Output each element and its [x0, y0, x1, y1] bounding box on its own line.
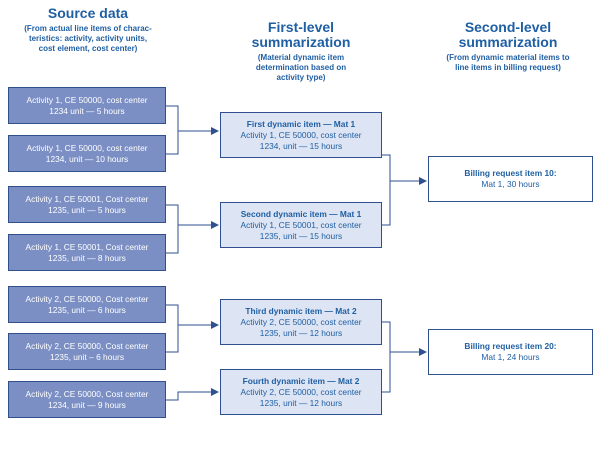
source-item-line: 1235, unit — 6 hours: [48, 304, 126, 315]
dynamic-item-line: Activity 2, CE 50000, cost center: [240, 316, 362, 327]
second-level-subtitle: (From dynamic material items to line ite…: [418, 53, 598, 73]
dynamic-item-line: 1235, unit — 15 hours: [259, 230, 343, 241]
dynamic-item-title: Third dynamic item — Mat 2: [245, 305, 357, 316]
source-item: Activity 2, CE 50000, Cost center 1235, …: [8, 286, 166, 323]
source-data-header: Source data (From actual line items of c…: [0, 6, 176, 54]
billing-item-line: Mat 1, 24 hours: [481, 352, 540, 362]
source-item-line: Activity 1, CE 50000, cost center: [26, 142, 148, 153]
dynamic-item-line: 1235, unit — 12 hours: [259, 327, 343, 338]
source-item-line: 1234, unit — 10 hours: [45, 153, 129, 164]
source-data-subtitle-line: teristics: activity, activity units,: [28, 34, 148, 43]
source-item: Activity 1, CE 50001, Cost center 1235, …: [8, 234, 166, 271]
second-level-title-line: Second-level: [464, 19, 552, 35]
first-level-title-line: summarization: [251, 34, 351, 50]
source-item: Activity 2, CE 50000, Cost center 1235, …: [8, 333, 166, 370]
source-item: Activity 1, CE 50000, cost center 1234 u…: [8, 87, 166, 124]
source-item-line: Activity 1, CE 50001, Cost center: [25, 193, 149, 204]
source-item-line: 1234 unit — 5 hours: [49, 105, 125, 116]
source-item: Activity 2, CE 50000, Cost center 1234, …: [8, 381, 166, 418]
dynamic-item-line: Activity 1, CE 50001, cost center: [240, 219, 362, 230]
bracket-billing-10: [382, 154, 391, 226]
source-item-line: 1235, unit — 8 hours: [48, 252, 126, 263]
source-item-line: Activity 2, CE 50000, Cost center: [25, 293, 149, 304]
second-level-header: Second-level summarization (From dynamic…: [418, 20, 598, 73]
bracket-group-2: [166, 204, 179, 254]
source-item: Activity 1, CE 50001, Cost center 1235, …: [8, 186, 166, 223]
source-data-subtitle-line: (From actual line items of charac-: [24, 24, 152, 33]
bracket-group-1: [166, 105, 179, 155]
dynamic-item-line: 1234, unit — 15 hours: [259, 140, 343, 151]
dynamic-item-line: 1235, unit — 12 hours: [259, 397, 343, 408]
first-level-title: First-level summarization: [212, 20, 390, 50]
arrow-to-fourth-dynamic: [166, 388, 219, 401]
billing-request-item: Billing request item 10: Mat 1, 30 hours: [428, 156, 593, 202]
billing-item-title: Billing request item 10:: [464, 168, 557, 178]
second-level-title: Second-level summarization: [418, 20, 598, 50]
dynamic-item: Fourth dynamic item — Mat 2 Activity 2, …: [220, 369, 382, 415]
source-item-line: Activity 2, CE 50000, Cost center: [25, 388, 149, 399]
source-item-line: 1234, unit — 9 hours: [48, 399, 126, 410]
dynamic-item-line: Activity 2, CE 50000, cost center: [240, 386, 362, 397]
first-level-subtitle-line: (Material dynamic item: [257, 53, 345, 62]
second-level-title-line: summarization: [458, 34, 558, 50]
source-data-title: Source data: [47, 5, 129, 21]
source-item-line: Activity 1, CE 50001, Cost center: [25, 241, 149, 252]
source-item-line: Activity 1, CE 50000, cost center: [26, 94, 148, 105]
bracket-group-3: [166, 304, 179, 353]
billing-request-item: Billing request item 20: Mat 1, 24 hours: [428, 329, 593, 375]
second-level-subtitle-line: (From dynamic material items to: [446, 53, 570, 62]
second-level-subtitle-line: line items in billing request): [455, 63, 561, 72]
dynamic-item: First dynamic item — Mat 1 Activity 1, C…: [220, 112, 382, 158]
billing-item-title: Billing request item 20:: [464, 341, 557, 351]
bracket-billing-20: [382, 321, 391, 393]
source-item-line: 1235, unit – 6 hours: [49, 351, 125, 362]
source-item-line: Activity 2, CE 50000, Cost center: [25, 340, 149, 351]
first-level-subtitle-line: determination based on: [255, 63, 347, 72]
dynamic-item-title: Second dynamic item — Mat 1: [240, 208, 362, 219]
source-data-subtitle: (From actual line items of charac- teris…: [0, 24, 176, 54]
first-level-subtitle-line: activity type): [276, 73, 326, 82]
dynamic-item-title: First dynamic item — Mat 1: [246, 118, 356, 129]
first-level-subtitle: (Material dynamic item determination bas…: [212, 53, 390, 83]
dynamic-item: Third dynamic item — Mat 2 Activity 2, C…: [220, 299, 382, 345]
source-item-line: 1235, unit — 5 hours: [48, 204, 126, 215]
billing-item-line: Mat 1, 30 hours: [481, 179, 540, 189]
source-data-subtitle-line: cost element, cost center): [38, 44, 138, 53]
dynamic-item-title: Fourth dynamic item — Mat 2: [242, 375, 360, 386]
dynamic-item-line: Activity 1, CE 50000, cost center: [240, 129, 362, 140]
first-level-title-line: First-level: [267, 19, 335, 35]
dynamic-item: Second dynamic item — Mat 1 Activity 1, …: [220, 202, 382, 248]
source-item: Activity 1, CE 50000, cost center 1234, …: [8, 135, 166, 172]
first-level-header: First-level summarization (Material dyna…: [212, 20, 390, 83]
